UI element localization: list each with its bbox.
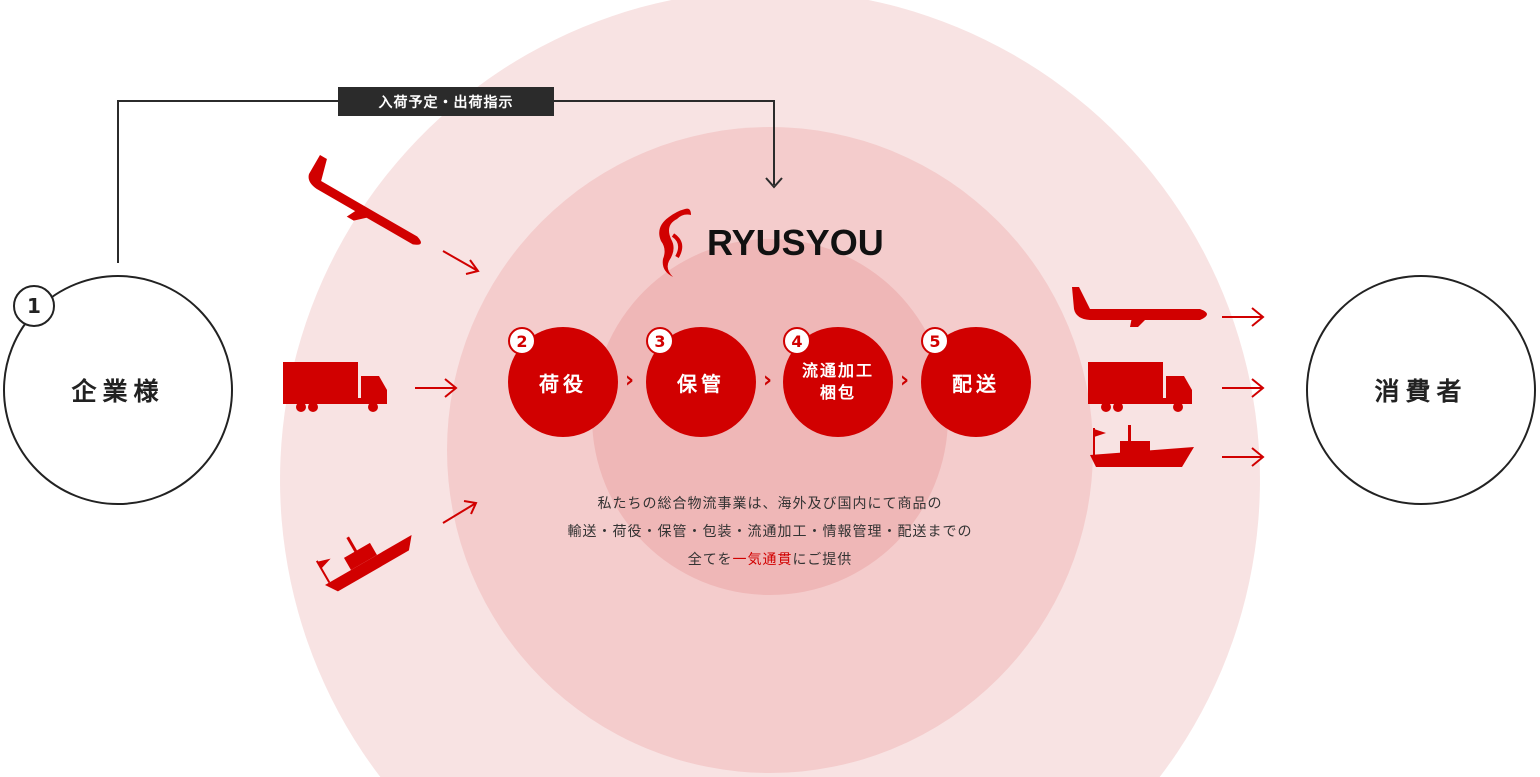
arrow-down-icon bbox=[765, 177, 783, 189]
airplane-icon bbox=[1072, 287, 1207, 327]
description-line: 私たちの総合物流事業は、海外及び国内にて商品の bbox=[597, 496, 943, 512]
arrow-inbound-air-icon bbox=[442, 250, 480, 275]
inner-ring bbox=[592, 239, 948, 595]
arrow-inbound-truck-icon bbox=[415, 378, 458, 398]
logo-text: RYUSYOU bbox=[707, 221, 884, 263]
description-line: 全てを一気通貫にご提供 bbox=[520, 546, 1020, 574]
description-text: 全てを bbox=[687, 552, 733, 568]
ryusyou-logo: RYUSYOU bbox=[655, 205, 884, 280]
consumer-circle: 消費者 bbox=[1306, 275, 1536, 505]
step-label: 配送 bbox=[952, 371, 1000, 396]
client-label: 企業様 bbox=[71, 377, 165, 406]
description-highlight: 一気通貫 bbox=[732, 552, 793, 568]
step-number: 4 bbox=[783, 327, 811, 355]
arrow-outbound-truck-icon bbox=[1222, 378, 1265, 398]
instruction-label: 入荷予定・出荷指示 bbox=[338, 87, 554, 116]
arrow-inbound-ship-icon bbox=[442, 500, 478, 524]
chevron-right-icon: › bbox=[763, 368, 773, 393]
arrow-outbound-ship-icon bbox=[1222, 447, 1265, 467]
truck-icon bbox=[283, 362, 387, 412]
step-label: 保管 bbox=[677, 371, 725, 396]
step-number: 3 bbox=[646, 327, 674, 355]
step-label-line2: 梱包 bbox=[819, 383, 856, 402]
dragon-logo-icon bbox=[659, 208, 691, 277]
consumer-label: 消費者 bbox=[1374, 377, 1468, 406]
step-number: 5 bbox=[921, 327, 949, 355]
ship-icon bbox=[315, 535, 412, 592]
truck-icon bbox=[1088, 362, 1192, 412]
service-description: 私たちの総合物流事業は、海外及び国内にて商品の 輸送・荷役・保管・包装・流通加工… bbox=[520, 490, 1020, 574]
step-label: 荷役 bbox=[539, 371, 587, 396]
ship-icon bbox=[1090, 425, 1194, 467]
client-step-number: 1 bbox=[13, 285, 55, 327]
step-number: 2 bbox=[508, 327, 536, 355]
chevron-right-icon: › bbox=[625, 368, 635, 393]
arrow-outbound-air-icon bbox=[1222, 307, 1265, 327]
description-text: にご提供 bbox=[792, 552, 853, 568]
step-label: 流通加工 bbox=[801, 361, 874, 380]
description-line: 輸送・荷役・保管・包装・流通加工・情報管理・配送までの bbox=[567, 524, 973, 540]
chevron-right-icon: › bbox=[900, 368, 910, 393]
airplane-icon bbox=[308, 155, 421, 245]
